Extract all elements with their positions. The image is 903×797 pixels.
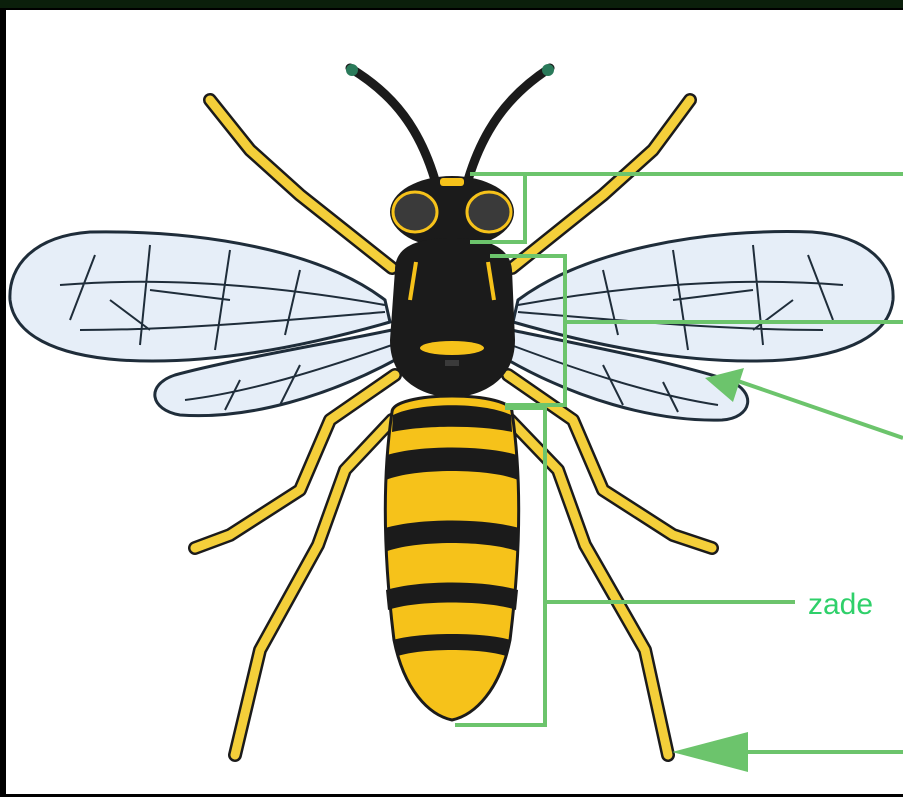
- label-abdomen: zade: [808, 588, 873, 621]
- eye-right: [467, 192, 511, 232]
- antenna-tip-left: [346, 64, 358, 76]
- thorax: [390, 238, 515, 398]
- eye-left: [393, 192, 437, 232]
- head: [390, 176, 514, 248]
- abdomen: [385, 396, 519, 720]
- antenna-tip-right: [542, 64, 554, 76]
- top-frame-bar: [0, 0, 903, 8]
